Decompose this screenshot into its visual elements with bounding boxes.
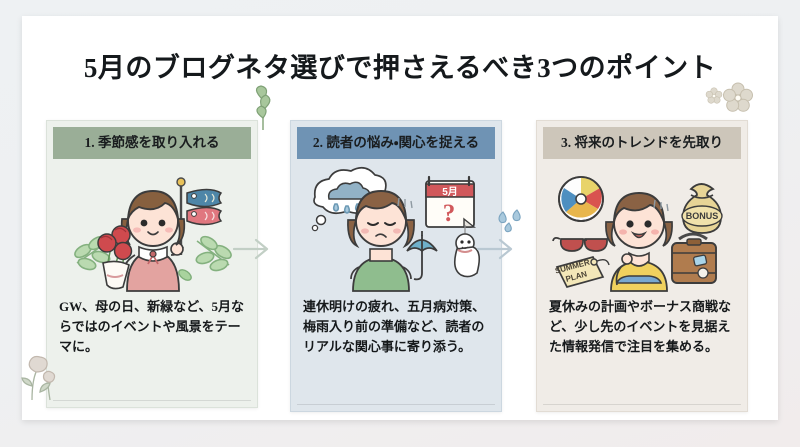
flower-decoration-top-right [702,82,758,118]
card-2-body: 連休明けの疲れ、五月病対策、梅雨入り前の準備など、読者のリアルな関心事に寄り添う… [303,299,486,355]
card-1-heading: 1. 季節感を取り入れる [53,127,251,159]
card-3-rule [543,404,741,405]
illustration-girl-with-summer-plans: SUMMER PLAN BONUS [543,163,741,292]
bonus-bag-label: BONUS [686,211,719,221]
card-2-heading: 2. 読者の悩み・関心を捉える [297,127,495,159]
calendar-month-label: 5月 [442,186,458,198]
arrow-card1-to-card2 [232,238,278,260]
arrow-card2-to-card3 [476,238,522,260]
slide-canvas: 5月のブログネタ選びで押さえるべき3つのポイント 1. 季節感を取り入れる [22,16,778,420]
card-future-trends[interactable]: 3. 将来のトレンドを先取り [536,120,748,412]
card-1-body: GW、母の日、新緑など、5月ならではのイベントや風景をテーマに。 [59,299,244,355]
card-3-heading: 3. 将来のトレンドを先取り [543,127,741,159]
calendar-question-mark: ? [443,200,456,227]
card-3-body: 夏休みの計画やボーナス商戦など、少し先のイベントを見据えた情報発信で注目を集める… [549,299,732,355]
illustration-girl-with-carnations-and-koinobori [53,163,251,292]
illustration-tired-girl-with-rain-cloud: 5月 ? [297,163,495,292]
card-reader-concerns[interactable]: 2. 読者の悩み・関心を捉える 5月 ? [290,120,502,412]
card-1-rule [53,400,251,401]
card-2-rule [297,404,495,405]
sprout-icon [246,85,280,130]
card-season[interactable]: 1. 季節感を取り入れる [46,120,258,408]
water-droplets-icon [496,209,530,236]
flower-decoration-bottom-left [14,352,76,402]
page-title: 5月のブログネタ選びで押さえるべき3つのポイント [83,53,717,83]
